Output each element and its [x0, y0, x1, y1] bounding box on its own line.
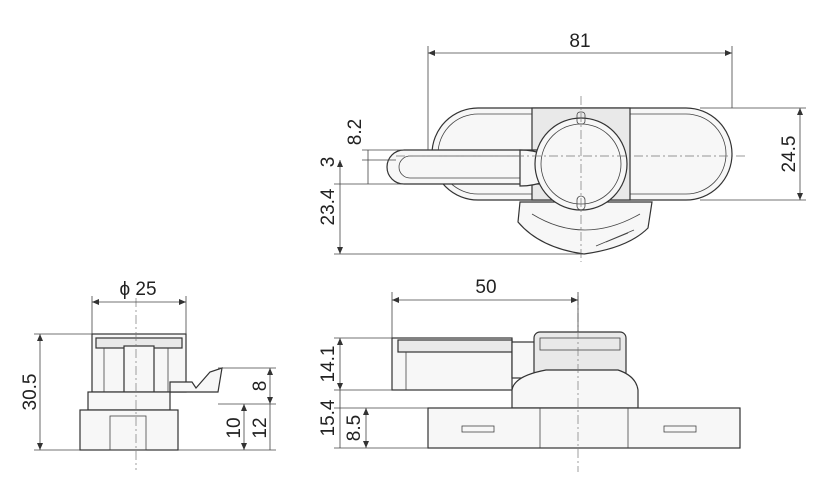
top-view: 81 24.5 8.2 3 23.4: [318, 31, 806, 262]
dim-base-a: 10: [224, 417, 245, 438]
dim-front-upper: 14.1: [318, 346, 339, 383]
dim-catch-height: 8: [250, 381, 271, 392]
knob-indicator-top: [576, 111, 586, 125]
side-spindle: [123, 345, 155, 393]
front-view: 50 14.1 15.4 8.5: [318, 277, 741, 472]
dim-offset-b: 3: [318, 157, 339, 168]
lock-fan: [517, 201, 653, 255]
front-housing-top: [397, 339, 513, 353]
front-screw-left: [461, 425, 495, 433]
dim-depth: 23.4: [318, 188, 339, 225]
dim-side-height: 30.5: [20, 374, 41, 411]
dim-top-height: 24.5: [779, 136, 800, 173]
side-base-slot: [109, 415, 147, 451]
side-base: [79, 409, 179, 451]
front-knob-band: [539, 337, 621, 351]
dim-diameter: ϕ 25: [119, 279, 156, 300]
lever-handle: [386, 149, 541, 185]
side-mid-plate: [87, 391, 171, 411]
lock-fan-hatch-2: [605, 232, 629, 243]
dim-overall-width: 81: [569, 31, 590, 52]
dim-front-base: 8.5: [344, 415, 365, 441]
lever-handle-inner: [398, 155, 531, 179]
dim-base-b: 12: [250, 417, 271, 438]
front-screw-right: [663, 425, 697, 433]
front-knob-base: [511, 369, 639, 409]
dim-front-width: 50: [475, 277, 496, 298]
dim-offset-a: 8.2: [345, 119, 366, 145]
side-view: ϕ 25 30.5 8 10 12: [20, 279, 276, 470]
side-catch: [169, 367, 223, 393]
front-base-plate: [427, 407, 741, 449]
dim-front-lower: 15.4: [318, 399, 339, 436]
lock-fan-inner: [531, 213, 641, 231]
